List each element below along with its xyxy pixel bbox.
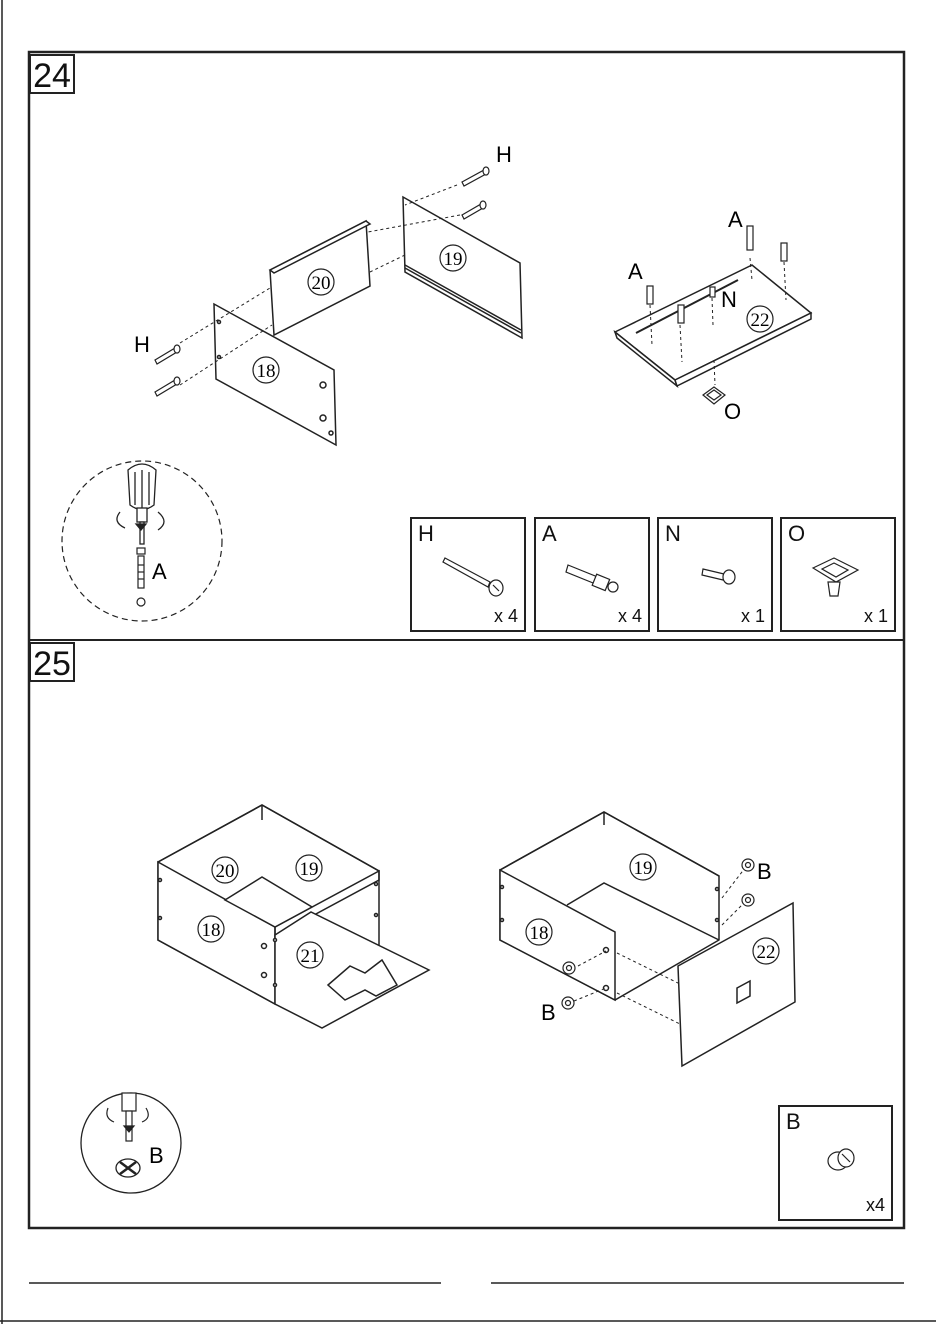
panel-19-label: 19	[444, 249, 463, 270]
callout-h-left: H	[134, 332, 150, 357]
callout-a-left: A	[628, 259, 643, 284]
callout-a-right: A	[728, 207, 743, 232]
step-number-25: 25	[29, 642, 75, 682]
detail-tighten-cam-bolt: A	[62, 461, 222, 621]
part-quantity: x 4	[494, 606, 518, 627]
step24-drawer-assembly	[214, 197, 522, 445]
panel-18-label: 18	[530, 923, 549, 944]
part-quantity: x4	[866, 1195, 885, 1216]
panel-20-label: 20	[312, 273, 331, 294]
panel-21-label: 21	[301, 946, 320, 967]
part-box-n: N x 1	[657, 517, 773, 632]
callout-o: O	[724, 399, 741, 424]
knob-o-icon	[703, 387, 725, 404]
cam-lock-detail-icon	[116, 1159, 140, 1177]
panel-18-hole	[320, 382, 326, 388]
part-label: H	[418, 521, 434, 547]
part-quantity: x 4	[618, 606, 642, 627]
panel-18-label: 18	[202, 920, 221, 941]
screw-n-icon	[710, 287, 715, 297]
part-label: B	[786, 1109, 801, 1135]
panel-18-hole	[218, 321, 221, 324]
panel-22-label: 22	[751, 310, 770, 331]
part-label: A	[542, 521, 557, 547]
panel-18-hole	[320, 415, 326, 421]
panel-19-label: 19	[300, 859, 319, 880]
panel-19-label: 19	[634, 858, 653, 879]
detail-callout-a: A	[152, 559, 167, 584]
part-box-o: O x 1	[780, 517, 896, 632]
part-box-a: A x 4	[534, 517, 650, 632]
panel-18-label: 18	[257, 361, 276, 382]
detail-callout-b: B	[149, 1143, 164, 1168]
callout-h-top: H	[496, 142, 512, 167]
part-box-b: B x4	[778, 1105, 893, 1221]
panel-22-label: 22	[757, 942, 776, 963]
part-box-h: H x 4	[410, 517, 526, 632]
panel-20-label: 20	[216, 861, 235, 882]
step-number-24: 24	[29, 54, 75, 94]
detail-tighten-cam-lock: B	[81, 1093, 181, 1193]
part-label: O	[788, 521, 805, 547]
panel-18-hole	[218, 356, 221, 359]
part-quantity: x 1	[864, 606, 888, 627]
part-quantity: x 1	[741, 606, 765, 627]
callout-b-bottom: B	[541, 1000, 556, 1025]
callout-n: N	[721, 287, 737, 312]
panel-22-assembly	[615, 265, 811, 386]
panel-18-hole	[329, 431, 333, 435]
callout-b-top: B	[757, 859, 772, 884]
step25-left-assembly	[158, 805, 429, 1028]
part-label: N	[665, 521, 681, 547]
